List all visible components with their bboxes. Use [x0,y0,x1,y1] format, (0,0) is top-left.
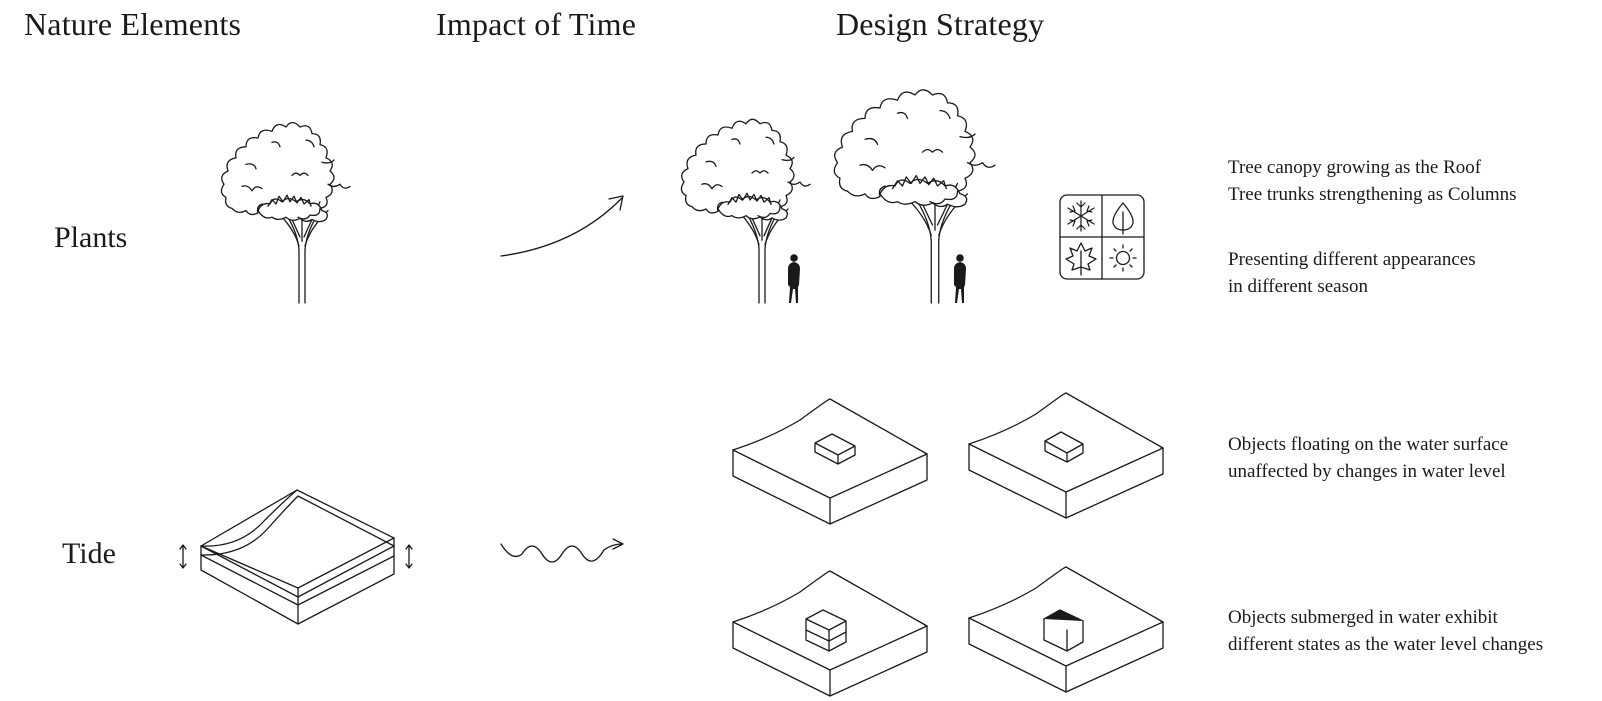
wavy-arrow-icon [501,539,623,562]
description-line: Tree trunks strengthening as Columns [1228,184,1517,205]
leaf-drop-icon [1113,203,1133,234]
description-line: in different season [1228,276,1368,297]
snowflake-icon [1068,201,1094,231]
description-line: Tree canopy growing as the Roof [1228,157,1482,178]
tide-description-submerged: Objects submerged in water exhibit diffe… [1228,604,1543,658]
maple-leaf-icon [1066,243,1096,275]
tide-slab-icon [201,490,394,624]
tree-large-icon [833,88,996,304]
tide-description-floating: Objects floating on the water surface un… [1228,431,1508,485]
submerged-slab-left-icon [732,570,928,697]
description-line: Objects floating on the water surface [1228,434,1509,455]
description-line: Presenting different appearances [1228,249,1476,270]
sun-icon [1110,245,1136,271]
person-silhouette-icon [787,253,801,304]
plants-description-roof-columns: Tree canopy growing as the Roof Tree tru… [1228,154,1517,208]
description-line: different states as the water level chan… [1228,634,1544,655]
tree-young-icon [220,121,351,304]
double-arrow-icon [406,545,412,568]
growth-curved-arrow-icon [501,196,623,256]
floating-slab-right-icon [968,392,1164,519]
description-line: unaffected by changes in water level [1228,461,1506,482]
submerged-slab-right-icon [968,566,1164,693]
person-silhouette-icon [953,253,967,304]
description-line: Objects submerged in water exhibit [1228,607,1498,628]
header-design-strategy: Design Strategy [836,6,1045,42]
header-impact-of-time: Impact of Time [436,6,637,42]
floating-slab-left-icon [732,398,928,525]
row-label-tide: Tide [62,537,116,570]
double-arrow-icon [180,545,186,568]
season-grid [1060,195,1144,279]
header-nature-elements: Nature Elements [24,6,242,42]
row-label-plants: Plants [54,221,128,254]
plants-description-seasons: Presenting different appearances in diff… [1228,246,1476,300]
